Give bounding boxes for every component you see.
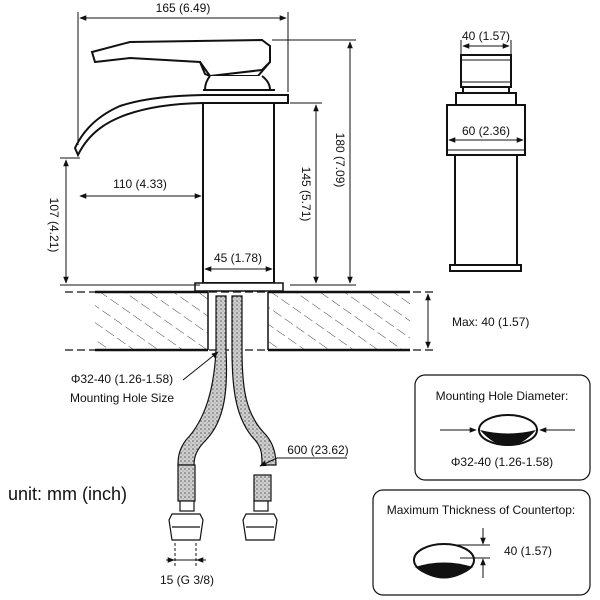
hole-size-value: Φ32-40 (1.26-1.58) (71, 372, 173, 386)
max-countertop-label: Max: 40 (1.57) (452, 315, 529, 329)
front-dimension-lines (60, 12, 356, 286)
inset-thickness-title: Maximum Thickness of Countertop: (387, 503, 576, 517)
unit-label: unit: mm (inch) (8, 484, 127, 504)
inset-thickness-value: 40 (1.57) (504, 544, 552, 558)
handle-width-label: 40 (1.57) (462, 29, 510, 43)
spout-height-label: 107 (4.21) (47, 198, 61, 253)
connector-dimension (166, 543, 206, 568)
leader-lines (182, 351, 347, 467)
countertop-section (65, 290, 435, 352)
inset-hole-title: Mounting Hole Diameter: (436, 389, 569, 403)
overall-width-label: 165 (6.49) (156, 1, 211, 15)
supply-hoses (168, 295, 278, 541)
faucet-spout (73, 94, 289, 158)
hose-right (231, 295, 277, 466)
faucet-front-view (73, 38, 289, 292)
body-height-label: 145 (5.71) (299, 167, 313, 222)
overall-height-label: 180 (7.09) (333, 133, 347, 188)
inset-hole-value: Φ32-40 (1.26-1.58) (451, 455, 553, 469)
hole-size-label: Mounting Hole Size (70, 391, 174, 405)
faucet-side-view (446, 54, 526, 272)
side-width-label: 60 (2.36) (462, 124, 510, 138)
side-dimension-lines (448, 40, 524, 143)
inset-mounting-hole (414, 374, 591, 481)
inset-countertop-thickness (372, 489, 591, 596)
connector-label: 15 (G 3/8) (160, 573, 214, 587)
faucet-handle (90, 38, 271, 78)
hose-length-label: 600 (23.62) (287, 443, 348, 457)
base-diameter-label: 45 (1.78) (214, 251, 262, 265)
spout-reach-label: 110 (4.33) (113, 177, 167, 191)
